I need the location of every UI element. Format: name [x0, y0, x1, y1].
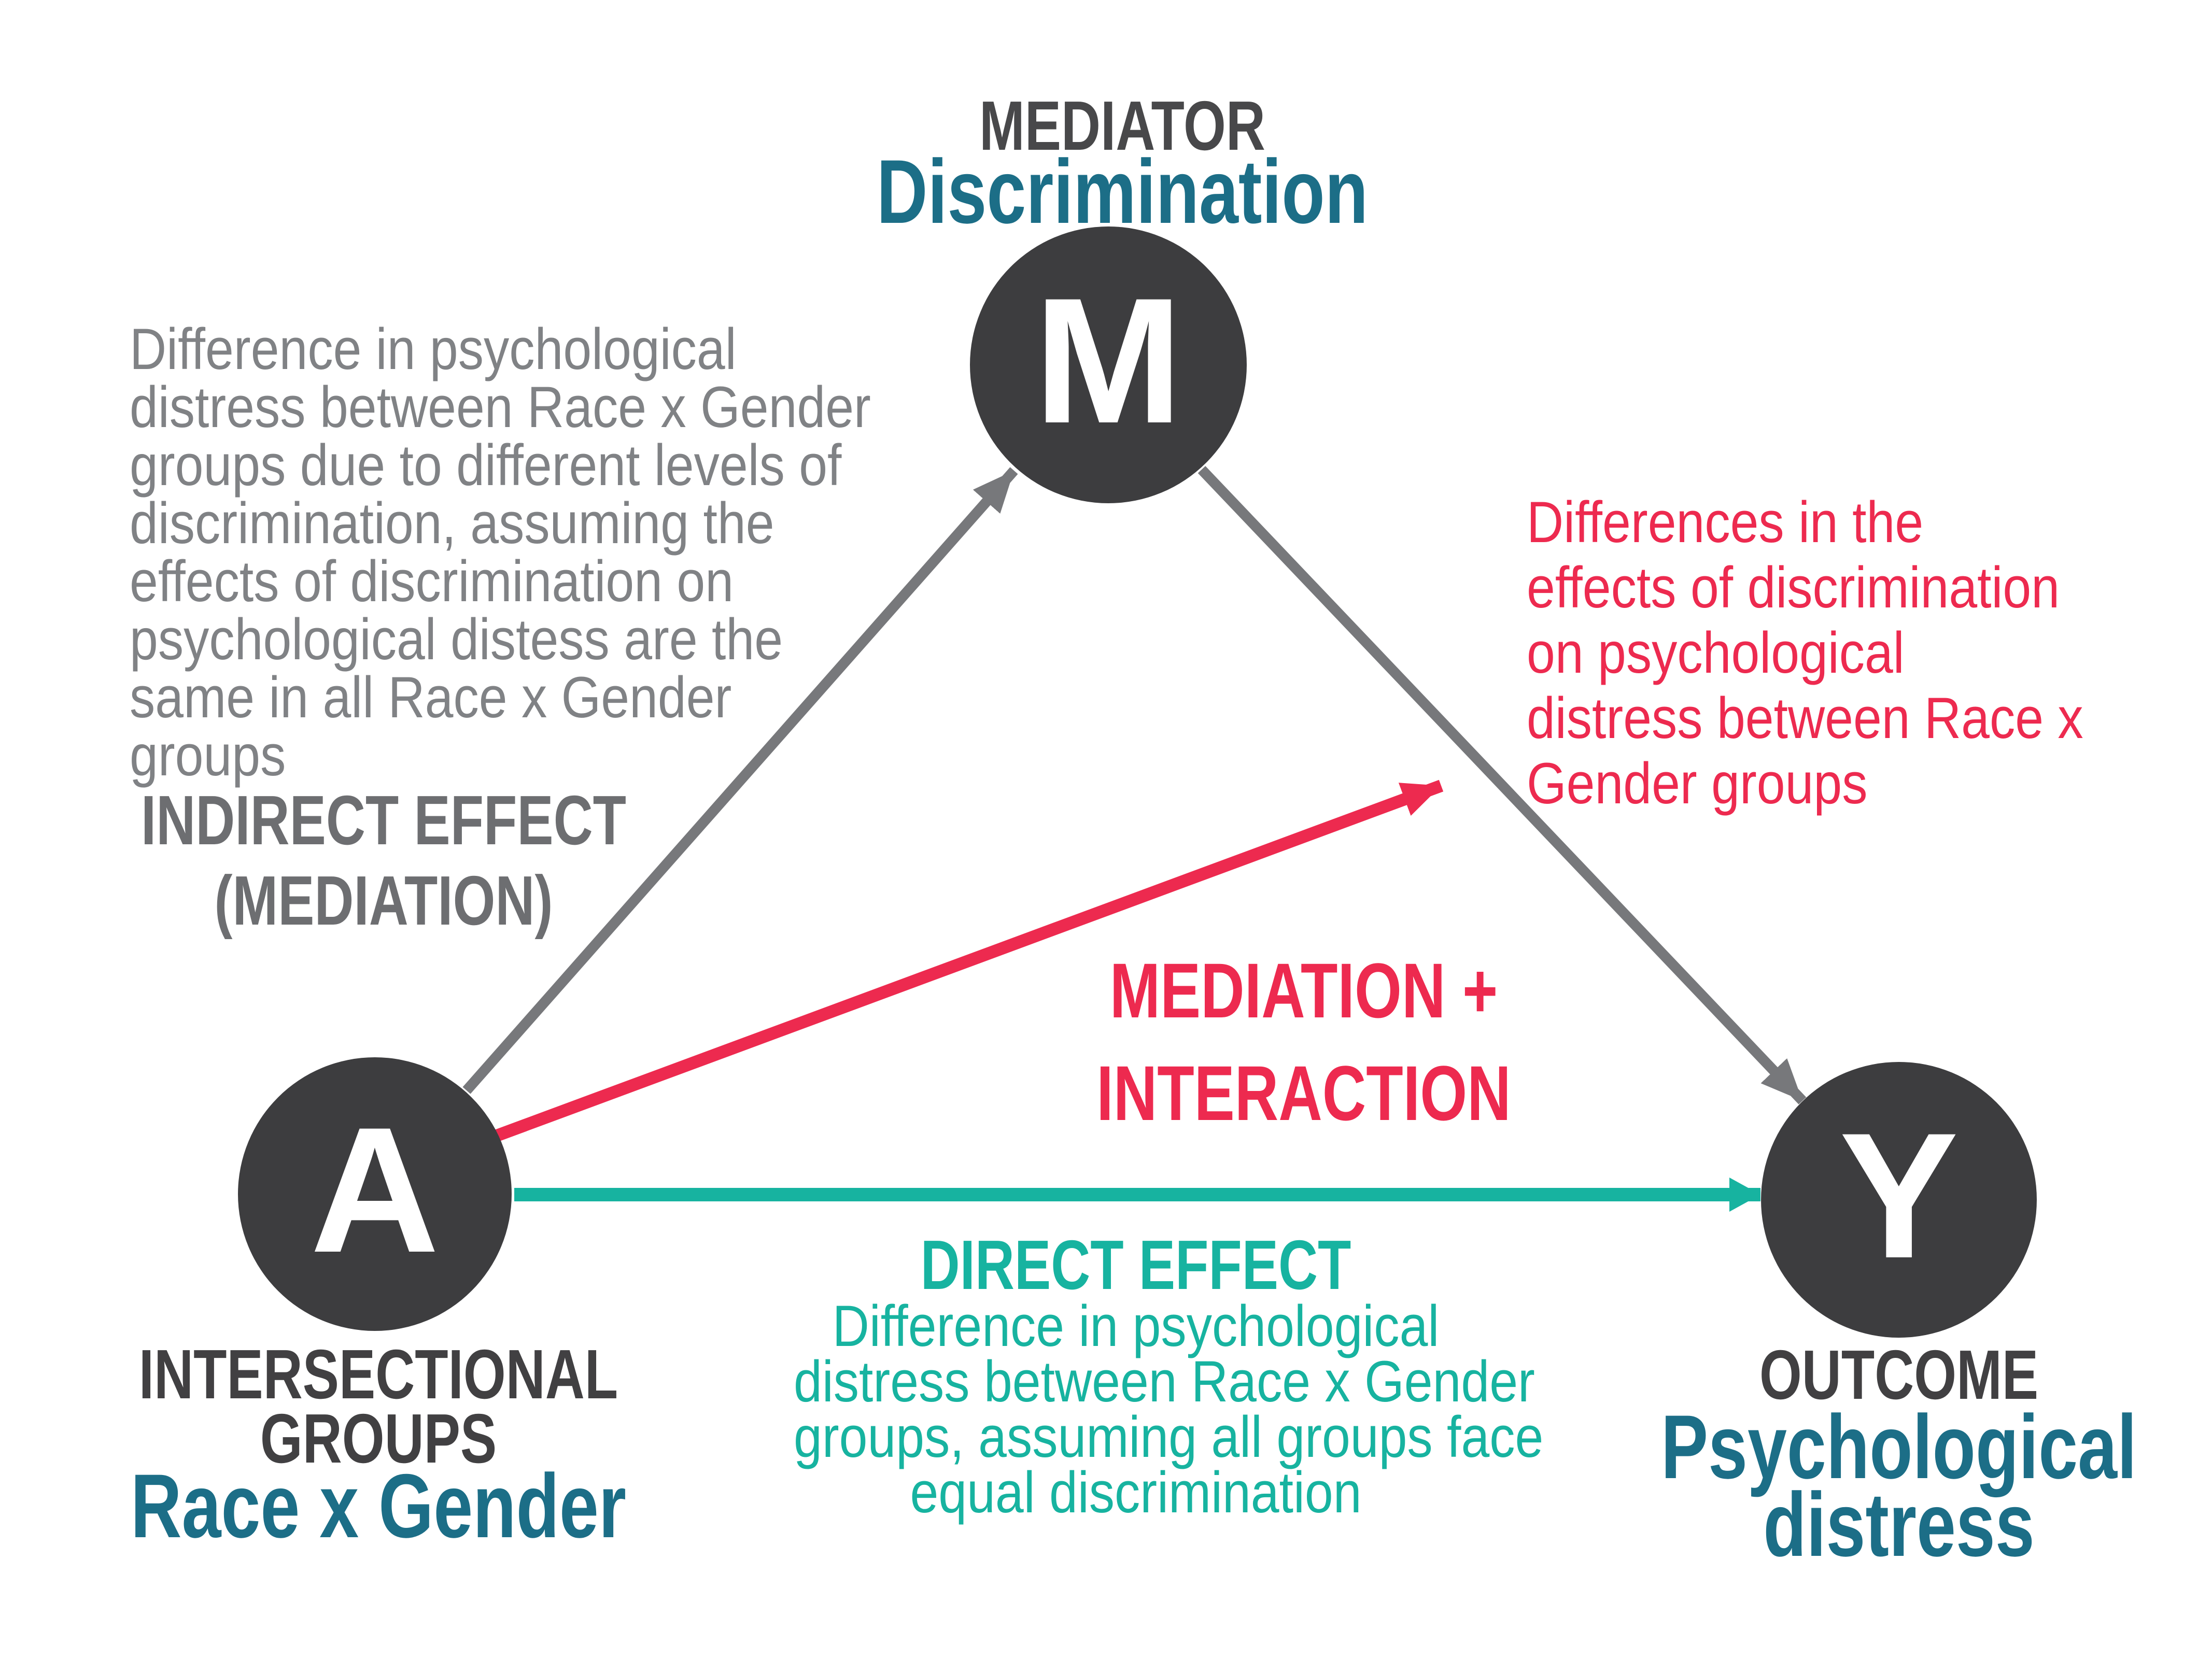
note-line: on psychological	[1527, 620, 1905, 685]
note-line: Difference in psychological	[832, 1294, 1440, 1358]
heading-line: INTERACTION	[1096, 1050, 1511, 1137]
note-line: discrimination, assuming the	[130, 491, 774, 556]
heading-line: GROUPS	[260, 1399, 497, 1478]
heading-line: (MEDIATION)	[214, 861, 553, 940]
heading-line: INTERSECTIONAL	[138, 1335, 618, 1413]
direct-effect-heading: DIRECT EFFECT	[920, 1226, 1351, 1304]
sub-label-line: Psychological	[1661, 1397, 2137, 1498]
outcome-node-letter: Y	[1839, 1096, 1959, 1296]
outcome-role-label: OUTCOME	[1759, 1336, 2039, 1414]
note-line: groups due to different levels of	[130, 433, 842, 498]
outcome-node: Y	[1761, 1062, 2037, 1338]
note-line: Gender groups	[1527, 751, 1868, 816]
exposure-name-label: Race x Gender	[131, 1456, 626, 1557]
heading-line: MEDIATION +	[1109, 947, 1498, 1034]
arrow-mediation-interaction	[493, 779, 1444, 1142]
interaction-note: Differences in the effects of discrimina…	[1527, 490, 2083, 816]
note-line: distress between Race x Gender	[794, 1349, 1535, 1414]
note-line: distress between Race x	[1527, 686, 2083, 750]
outcome-name-label: Psychological distress	[1636, 1397, 2162, 1576]
note-line: groups	[130, 723, 286, 788]
arrow-m-to-y	[1197, 466, 1807, 1104]
note-line: Differences in the	[1527, 490, 1924, 555]
mediator-name-label: Discrimination	[876, 141, 1369, 243]
heading-line: INDIRECT EFFECT	[141, 781, 626, 859]
note-line: effects of discrimination	[1527, 555, 2060, 620]
indirect-effect-note: Difference in psychological distress bet…	[130, 320, 871, 785]
indirect-effect-heading: INDIRECT EFFECT (MEDIATION)	[121, 780, 646, 941]
note-line: Difference in psychological	[130, 317, 737, 381]
exposure-node-letter: A	[310, 1090, 440, 1290]
arrow-a-to-m	[462, 467, 1018, 1094]
note-line: groups, assuming all groups face	[794, 1405, 1544, 1469]
note-line: equal discrimination	[910, 1460, 1362, 1525]
direct-effect-note: Difference in psychological distress bet…	[794, 1294, 1544, 1525]
sub-label-line: distress	[1763, 1474, 2035, 1576]
note-line: effects of discrimination on	[130, 549, 734, 614]
note-line: psychological distess are the	[130, 607, 783, 672]
exposure-role-label: INTERSECTIONAL GROUPS	[107, 1335, 649, 1478]
exposure-node: A	[238, 1057, 512, 1331]
mediator-role-label: MEDIATOR	[979, 87, 1265, 165]
note-line: same in all Race x Gender	[130, 665, 732, 730]
mediator-node: M	[970, 226, 1247, 503]
note-line: distress between Race x Gender	[130, 375, 871, 439]
mediation-interaction-heading: MEDIATION + INTERACTION	[1001, 939, 1607, 1144]
mediator-node-letter: M	[1034, 261, 1183, 461]
